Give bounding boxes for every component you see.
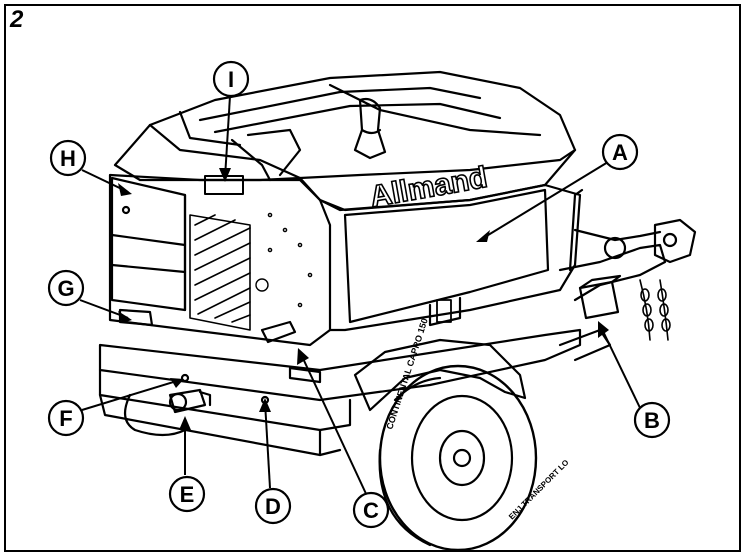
- side-handle-right: [288, 366, 322, 384]
- callout-A: A: [601, 133, 639, 171]
- callout-C: C: [352, 491, 390, 529]
- svg-text:I: I: [228, 67, 234, 92]
- callout-F: F: [47, 399, 85, 437]
- tire-text-2: ENJ TRANSPORT LO: [507, 458, 571, 522]
- leader-lines: [79, 95, 643, 499]
- svg-text:H: H: [60, 146, 76, 171]
- callout-D: D: [254, 487, 292, 525]
- svg-text:E: E: [180, 482, 195, 507]
- callout-I: I: [212, 60, 250, 98]
- side-handle-left: [118, 308, 154, 327]
- svg-text:A: A: [612, 140, 628, 165]
- service-valve: [168, 388, 212, 414]
- safety-chains: [639, 279, 671, 341]
- door-handle: [260, 320, 297, 344]
- cooling-grille: [189, 214, 251, 331]
- svg-text:C: C: [363, 498, 379, 523]
- wheel: [378, 364, 538, 552]
- svg-text:D: D: [265, 494, 281, 519]
- base-frame: [98, 328, 582, 402]
- callout-G: G: [47, 269, 85, 307]
- hood-top: [113, 70, 577, 182]
- rear-panel: [108, 173, 332, 347]
- battery-box: [578, 280, 620, 320]
- exhaust-stack: [353, 97, 387, 160]
- svg-text:F: F: [59, 406, 72, 431]
- callout-B: B: [633, 401, 671, 439]
- rear-door: [110, 176, 187, 312]
- figure-number: 2: [10, 6, 24, 33]
- lunette-ring: [603, 236, 627, 260]
- access-door: [343, 188, 550, 324]
- brand-logo: Allmand: [367, 161, 489, 214]
- svg-text:G: G: [57, 276, 74, 301]
- callout-E: E: [168, 475, 206, 513]
- svg-text:B: B: [644, 408, 660, 433]
- callout-H: H: [49, 139, 87, 177]
